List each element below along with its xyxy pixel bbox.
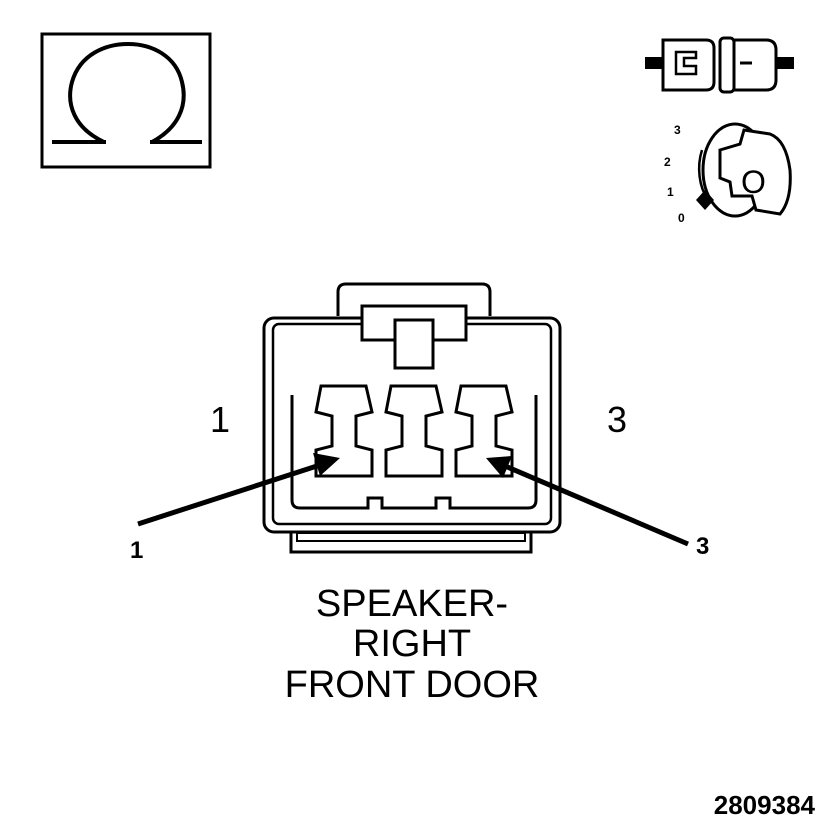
- ignition-key-letter: O: [741, 164, 766, 200]
- callout-label-1: 1: [130, 537, 143, 564]
- cavity-label-right: 3: [607, 399, 627, 440]
- ignition-pos-0: 0: [678, 211, 685, 225]
- ohm-symbol-box: [40, 32, 212, 169]
- callout-label-3: 3: [696, 533, 709, 560]
- ignition-pos-3: 3: [674, 123, 681, 137]
- ignition-pos-1: 1: [667, 185, 674, 199]
- figure-number: 2809384: [714, 790, 816, 820]
- title-line-3: FRONT DOOR: [285, 664, 540, 706]
- component-title: SPEAKER- RIGHT FRONT DOOR: [285, 583, 540, 706]
- terminal-cavity-1: [314, 384, 374, 478]
- ohm-icon: [52, 41, 202, 144]
- disconnected-connector-icon: [645, 36, 794, 94]
- ignition-key-icon: 3 2 1 0 O: [664, 122, 792, 225]
- cavity-label-left: 1: [210, 399, 230, 440]
- callout-arrow-1: [137, 453, 340, 527]
- terminal-cavity-3: [454, 384, 514, 478]
- title-line-1: SPEAKER-: [316, 583, 508, 625]
- connector-face: [262, 282, 562, 554]
- terminal-cavity-2: [384, 384, 444, 478]
- title-line-2: RIGHT: [353, 623, 471, 665]
- ignition-pos-2: 2: [664, 155, 671, 169]
- callout-arrow-3: [486, 456, 689, 547]
